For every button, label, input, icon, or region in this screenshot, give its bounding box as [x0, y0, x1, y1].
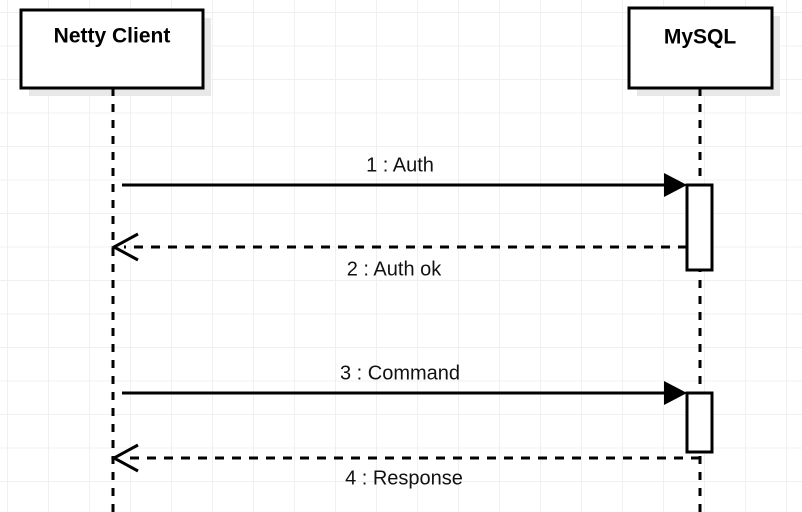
message-2-arrowhead-open-icon: [110, 232, 139, 262]
message-4-response[interactable]: 4 : Response: [110, 443, 700, 489]
participant-mysql[interactable]: MySQL: [627, 6, 774, 90]
message-2-auth-ok[interactable]: 2 : Auth ok: [110, 232, 687, 280]
mysql-box[interactable]: [627, 6, 774, 90]
message-4-label: 4 : Response: [345, 467, 463, 489]
message-4-arrowhead-open-icon: [110, 443, 139, 473]
message-1-auth[interactable]: 1 : Auth: [122, 154, 687, 197]
message-3-arrowhead-filled-icon: [664, 381, 687, 405]
message-1-label: 1 : Auth: [366, 154, 434, 176]
participant-client[interactable]: Netty Client: [19, 8, 205, 90]
message-3-command[interactable]: 3 : Command: [122, 362, 687, 405]
message-2-label: 2 : Auth ok: [347, 258, 443, 280]
activation-bar-mysql-1: [685, 183, 714, 272]
client-box-label: Netty Client: [54, 25, 171, 48]
message-1-arrowhead-filled-icon: [664, 173, 687, 197]
client-box[interactable]: [19, 8, 205, 90]
activation-bar-mysql-2: [685, 391, 714, 454]
message-3-label: 3 : Command: [340, 362, 460, 384]
mysql-box-label: MySQL: [664, 26, 737, 49]
